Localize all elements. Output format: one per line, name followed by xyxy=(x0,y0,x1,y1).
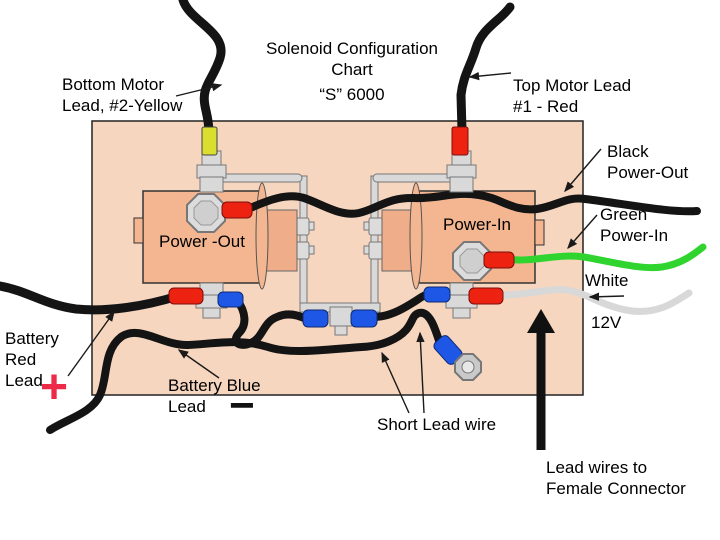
ring-terminal-hole xyxy=(461,360,475,374)
wire-short-lead-loop xyxy=(231,296,310,349)
red-connector xyxy=(451,126,469,156)
up-arrow-head xyxy=(527,309,555,333)
minus-symbol: − xyxy=(229,381,255,430)
wiring xyxy=(0,0,707,434)
label-battery-blue-lead: Battery Blue Lead xyxy=(168,376,261,416)
bracket-strip xyxy=(370,175,379,306)
wire-bottom-motor-lead xyxy=(178,0,226,138)
stud xyxy=(452,307,471,319)
blue-crimp-terminal xyxy=(423,286,451,303)
leader-battery-blue xyxy=(177,349,220,379)
bolt-pin xyxy=(308,221,315,231)
side-tab xyxy=(534,219,545,246)
leader-bottom-motor-lead xyxy=(175,83,223,97)
bolt-pin xyxy=(363,221,370,231)
flange xyxy=(255,182,269,290)
octagon-nut-inner xyxy=(193,200,219,226)
label-green-power-in: Green Power-In xyxy=(600,205,669,245)
octagon-nut-inner xyxy=(459,248,485,274)
flange xyxy=(409,182,423,290)
blue-crimp-terminal xyxy=(217,291,244,308)
wire-green-power-in xyxy=(502,243,707,272)
center-stud-tab xyxy=(334,325,348,336)
center-stud xyxy=(329,306,353,327)
plus-symbol: + xyxy=(40,361,69,414)
label-top-motor-lead: Top Motor Lead #1 - Red xyxy=(513,76,632,116)
label-short-lead-wire: Short Lead wire xyxy=(377,415,497,434)
stud xyxy=(199,176,224,193)
leader-lines xyxy=(67,71,625,414)
wire-battery-red-lead xyxy=(0,281,183,315)
label-battery-red-lead: Battery Red Lead xyxy=(5,329,59,390)
big-up-arrow xyxy=(527,309,555,450)
red-crimp-terminal xyxy=(468,287,504,305)
red-crimp-terminal xyxy=(221,201,253,219)
label-lead-wires: Lead wires to Female Connector xyxy=(546,458,686,498)
leader-top-motor-lead xyxy=(468,71,512,81)
stud xyxy=(202,307,221,319)
stud-collar xyxy=(196,164,227,179)
red-crimp-terminal xyxy=(168,287,204,305)
label-white: White xyxy=(585,271,629,290)
red-crimp-terminal xyxy=(483,251,515,269)
diagram-title: Solenoid Configuration Chart xyxy=(265,39,438,79)
label-12v: 12V xyxy=(591,313,622,332)
leader-black-power-out xyxy=(564,148,602,193)
blue-crimp-terminal xyxy=(302,309,329,328)
terminals xyxy=(168,126,515,381)
leader-short-lead-2 xyxy=(416,331,425,414)
leader-short-lead-1 xyxy=(381,351,410,414)
leader-battery-red xyxy=(67,310,115,377)
stud xyxy=(449,176,474,193)
diagram-model: “S” 6000 xyxy=(319,85,385,104)
wire-black-power-out xyxy=(242,189,701,218)
side-tab xyxy=(133,217,144,244)
label-power-in: Power-In xyxy=(442,215,512,234)
wire-top-motor-lead xyxy=(456,2,515,136)
wire-battery-blue-lead xyxy=(46,308,445,434)
stud-collar xyxy=(446,164,477,179)
leader-green-power-in xyxy=(567,214,598,250)
bolt-pin xyxy=(308,245,315,255)
label-black-power-out: Black Power-Out xyxy=(607,142,689,182)
yellow-connector xyxy=(201,126,218,156)
label-power-out: Power -Out xyxy=(159,232,245,251)
leader-white xyxy=(588,292,625,301)
label-bottom-motor-lead: Bottom Motor Lead, #2-Yellow xyxy=(62,75,183,115)
blue-crimp-terminal xyxy=(350,309,378,328)
bolt-pin xyxy=(363,245,370,255)
